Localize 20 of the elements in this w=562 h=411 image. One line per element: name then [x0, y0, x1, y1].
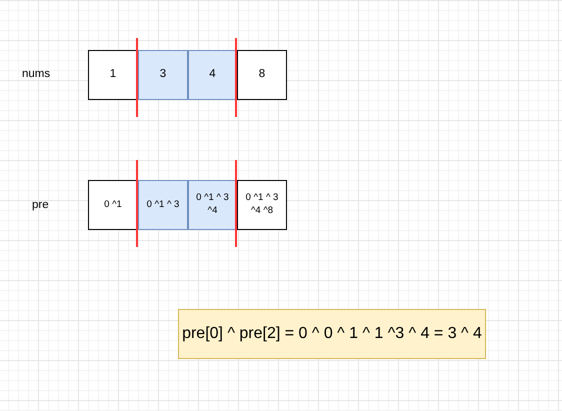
cell-text: 3 — [160, 67, 166, 82]
cell-text: 1 — [110, 67, 116, 82]
cell-text: 0 ^1 ^ 3 ^4 — [195, 192, 230, 218]
array-cell — [237, 180, 287, 230]
highlighted-cell — [188, 180, 237, 230]
cell-text: 0 ^1 ^ 3 ^4 ^8 — [244, 192, 280, 218]
row-label: nums — [22, 68, 50, 80]
array-cell — [237, 50, 287, 100]
highlighted-cell — [188, 50, 237, 100]
cell-text: 0 ^1 ^ 3 — [146, 198, 180, 212]
formula-text: pre[0] ^ pre[2] = 0 ^ 0 ^ 1 ^ 1 ^3 ^ 4 = 3 ^ 4 — [182, 325, 482, 343]
array-cell — [88, 50, 138, 100]
highlighted-cell — [138, 180, 188, 230]
row-label: pre — [32, 199, 49, 211]
cell-text: 4 — [209, 67, 216, 82]
highlighted-cell — [138, 50, 188, 100]
cell-text: 0 ^1 — [104, 198, 122, 212]
cell-text: 8 — [258, 67, 266, 82]
formula-note — [178, 309, 486, 359]
array-cell — [88, 180, 138, 230]
